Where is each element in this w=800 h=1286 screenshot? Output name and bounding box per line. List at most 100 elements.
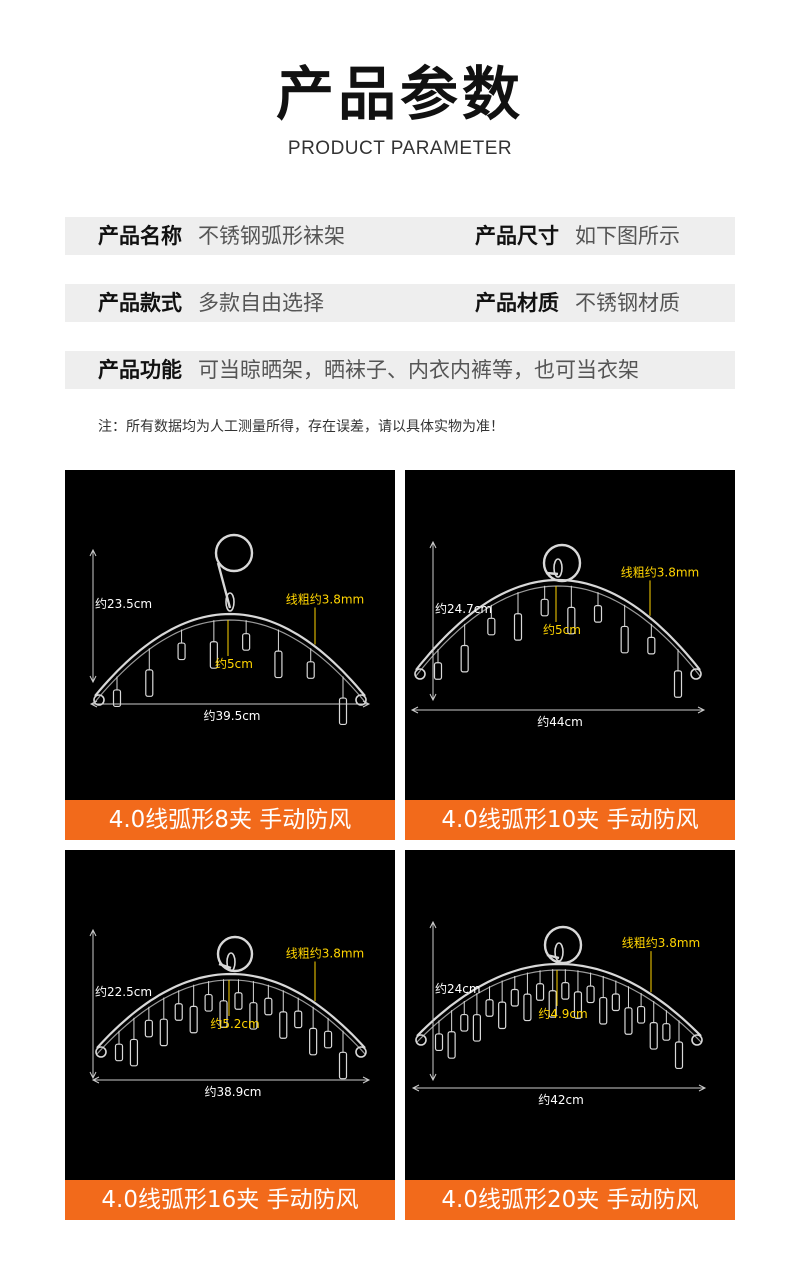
clip-icon [129,1038,139,1067]
swivel [225,592,235,612]
product-caption: 4.0线弧形8夹 手动防风 [65,800,395,840]
clip-icon [145,669,154,697]
param-value: 不锈钢材质 [575,291,680,315]
clip-icon [144,1019,153,1038]
width-label: 约39.5cm [203,708,260,723]
spacing-label: 约5.2cm [210,1016,259,1031]
clip-icon [540,598,549,617]
arrow-up-icon [429,920,437,929]
param-row-2: 产品款式多款自由选择 产品材质不锈钢材质 [65,284,735,322]
end-loop [414,668,426,680]
arrow-down-icon [429,1073,437,1082]
end-loop [355,694,367,706]
end-loop [95,1046,107,1058]
wire-thickness-label: 线粗约3.8mm [286,946,364,961]
clip-icon [673,670,683,698]
param-function: 产品功能可当晾晒架，晒袜子、内衣内裤等，也可当衣架 [98,351,639,389]
clip-icon [219,1000,228,1028]
clip-icon [498,1001,507,1030]
hanger-arc [94,612,366,697]
param-size: 产品尺寸如下图所示 [475,217,680,255]
clip-icon [599,996,608,1025]
clip-icon [433,662,443,680]
arrow-right-icon [362,700,371,708]
arrow-left-icon [411,1084,420,1092]
hanger-arc-inner [415,585,701,677]
param-name: 产品名称不锈钢弧形袜架 [98,217,345,255]
clip-icon [112,689,122,708]
clip-icon [177,642,186,661]
param-style: 产品款式多款自由选择 [98,284,324,322]
clip-icon [535,983,545,1001]
hanger-illustration: 约23.5cm 约39.5cm 线粗约3.8mm 约5cm [89,533,371,726]
height-label: 约22.5cm [95,984,152,999]
clip-icon [586,985,595,1004]
arrow-down-icon [89,675,97,684]
clip-icon [204,993,213,1012]
arrow-right-icon [362,1076,371,1084]
clip-icon [637,1005,646,1024]
wire-thickness-label: 线粗约3.8mm [622,935,700,950]
arrow-right-icon [698,1084,707,1092]
clip-icon [114,1043,124,1062]
param-row-3: 产品功能可当晾晒架，晒袜子、内衣内裤等，也可当衣架 [65,351,735,389]
param-label: 产品材质 [475,291,559,315]
param-value: 多款自由选择 [198,291,324,315]
end-loop [355,1046,367,1058]
clip-icon [234,992,243,1010]
hook-icon [543,925,583,965]
arrow-up-icon [89,548,97,557]
clip-icon [548,990,557,1018]
hook-stem [216,562,232,609]
clip-icon [674,1041,684,1070]
clip-icon [472,1014,481,1042]
wire-thickness-label: 线粗约3.8mm [286,592,364,607]
spacing-label: 约5cm [215,656,253,671]
clip-icon [487,617,496,636]
clip-icon [624,1007,633,1035]
param-value: 不锈钢弧形袜架 [198,224,345,248]
clip-icon [460,1013,469,1032]
arrow-left-icon [89,700,98,708]
hook-icon [542,543,582,583]
arrow-down-icon [429,693,437,702]
param-label: 产品名称 [98,224,182,248]
param-label: 产品尺寸 [475,224,559,248]
wire-thickness-label: 线粗约3.8mm [621,564,699,579]
height-label: 约24.7cm [435,601,492,616]
clip-icon [561,982,570,1000]
clip-icon [323,1030,333,1049]
param-value: 如下图所示 [575,224,680,248]
hanger-arc [96,972,366,1049]
clip-icon [264,997,273,1016]
arrow-down-icon [89,1071,97,1080]
clip-icon [647,636,656,655]
clip-icon [523,993,532,1022]
hanger-arc-inner [94,619,366,703]
end-loop [415,1034,427,1046]
spacing-label: 约5cm [543,622,581,637]
product-panel-1: 约23.5cm 约39.5cm 线粗约3.8mm 约5cm 4.0线弧形8夹 手动防风 [65,470,395,840]
clip-icon [174,1003,183,1021]
hook-stem [218,962,232,970]
clip-icon [159,1018,168,1047]
hook-stem [546,953,560,960]
arrow-up-icon [429,540,437,549]
hook-stem [545,571,559,576]
end-loop [93,694,105,706]
clip-icon [189,1005,198,1034]
end-loop [690,668,702,680]
arrow-right-icon [697,706,706,714]
clip-icon [485,999,494,1017]
clip-icon [274,650,283,679]
product-caption: 4.0线弧形16夹 手动防风 [65,1180,395,1220]
height-label: 约23.5cm [95,596,152,611]
param-label: 产品款式 [98,291,182,315]
param-row-1: 产品名称不锈钢弧形袜架 产品尺寸如下图所示 [65,217,735,255]
clip-icon [338,1051,348,1080]
